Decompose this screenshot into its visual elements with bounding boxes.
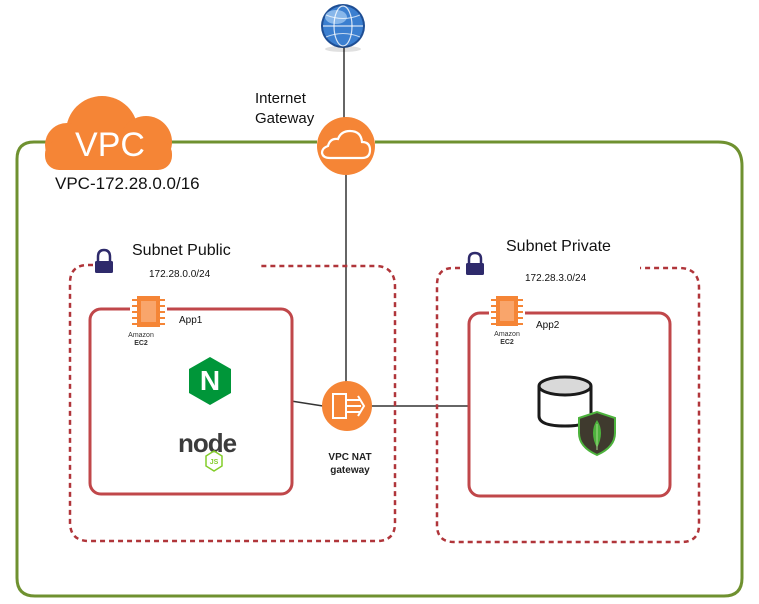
nat-gateway-icon xyxy=(322,381,372,431)
subnet-private-title: Subnet Private xyxy=(502,238,615,256)
vpc-cidr-label: VPC-172.28.0.0/16 xyxy=(55,174,200,193)
vpc-cloud-badge: VPC xyxy=(45,96,172,170)
internet-gateway-label: Internet Gateway xyxy=(255,89,314,129)
nginx-logo-icon: N xyxy=(189,357,231,405)
lock-icon xyxy=(95,248,113,273)
ec2-vendor: Amazon xyxy=(128,332,154,339)
internet-gateway-label-line1: Internet xyxy=(255,90,306,107)
subnet-public-cidr: 172.28.0.0/24 xyxy=(146,269,214,280)
ec2-label: Amazon EC2 xyxy=(121,332,161,348)
mongodb-shield-icon xyxy=(578,410,616,457)
subnet-public-title: Subnet Public xyxy=(128,242,235,260)
ec2-icon xyxy=(489,293,525,329)
nat-gateway-label-line2: gateway xyxy=(330,465,370,476)
subnet-private-boundary xyxy=(435,266,701,544)
globe-icon xyxy=(321,4,365,52)
nodejs-logo-icon: node JS xyxy=(178,428,238,472)
internet-gateway-icon xyxy=(317,117,375,175)
node-wordmark: node xyxy=(178,428,237,458)
nat-gateway-label-line1: VPC NAT xyxy=(328,452,372,463)
nat-gateway-label: VPC NAT gateway xyxy=(313,451,387,477)
subnet-private-cidr: 172.28.3.0/24 xyxy=(522,273,590,284)
nginx-letter: N xyxy=(200,365,220,396)
app2-label: App2 xyxy=(536,320,560,331)
internet-gateway-label-line2: Gateway xyxy=(255,110,315,127)
vpc-badge-text: VPC xyxy=(75,126,145,164)
app1-label: App1 xyxy=(179,315,203,326)
ec2-service: EC2 xyxy=(134,340,148,347)
ec2-label: Amazon EC2 xyxy=(487,331,527,347)
lock-icon xyxy=(466,251,484,275)
ec2-icon xyxy=(130,293,167,330)
app1-instance-box xyxy=(88,307,294,496)
node-js-badge: JS xyxy=(210,459,219,466)
vpc-boundary xyxy=(15,140,744,598)
app1-to-nat-link xyxy=(290,400,324,407)
ec2-service: EC2 xyxy=(500,339,514,346)
ec2-vendor: Amazon xyxy=(494,331,520,338)
app2-instance-box xyxy=(467,311,672,498)
subnet-public-boundary xyxy=(68,263,397,543)
